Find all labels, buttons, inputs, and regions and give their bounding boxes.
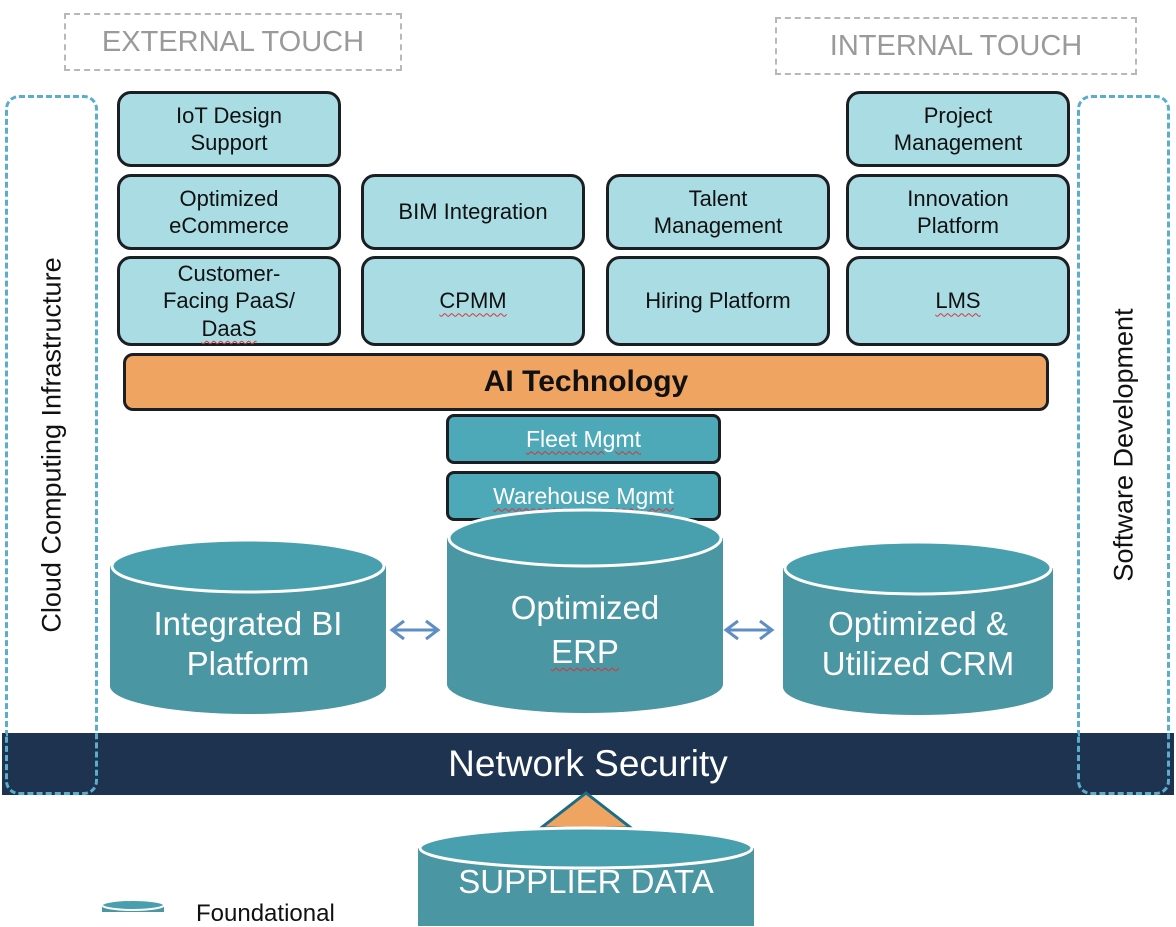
internal-touch-label: INTERNAL TOUCH: [829, 29, 1083, 62]
bim-integration-box: BIM Integration: [361, 174, 585, 250]
software-column-overlay: [1077, 733, 1170, 795]
iot-design-support-label: IoT Design Support: [176, 102, 282, 156]
internal-touch-header: INTERNAL TOUCH: [775, 17, 1137, 75]
database-cylinder-icon: [447, 508, 723, 713]
external-touch-header: EXTERNAL TOUCH: [64, 13, 402, 71]
double-arrow-icon: [723, 619, 775, 641]
warehouse-mgmt-label: Warehouse Mgmt: [493, 482, 674, 509]
project-management-box: Project Management: [846, 91, 1070, 167]
supplier-data-label: SUPPLIER DATA: [458, 863, 714, 900]
optimized-erp-line2: ERP: [447, 632, 723, 672]
cpmm-label: CPMM: [439, 288, 507, 314]
project-management-label: Project Management: [893, 102, 1023, 156]
optimized-crm-label: Optimized & Utilized CRM: [821, 605, 1015, 683]
legend-cylinder-icon: [101, 899, 165, 912]
customer-facing-paas-line3: DaaS: [201, 315, 257, 341]
cloud-column-overlay: [5, 733, 98, 795]
customer-facing-paas-box: Customer- Facing PaaS/ DaaS: [117, 256, 341, 346]
hiring-platform-label: Hiring Platform: [645, 288, 791, 314]
software-development-column: Software Development: [1077, 95, 1170, 795]
cloud-computing-label: Cloud Computing Infrastructure: [36, 257, 66, 633]
lms-box: LMS: [846, 256, 1070, 346]
iot-design-support-box: IoT Design Support: [117, 91, 341, 167]
cloud-computing-column: Cloud Computing Infrastructure: [5, 95, 98, 795]
customer-facing-paas-line1: Customer-: [177, 260, 281, 286]
cpmm-box: CPMM: [361, 256, 585, 346]
customer-facing-paas-line2: Facing PaaS/: [162, 288, 296, 314]
optimized-crm-database: Optimized & Utilized CRM: [783, 540, 1053, 715]
network-security-bar: Network Security: [2, 733, 1174, 795]
innovation-platform-label: Innovation Platform: [907, 185, 1009, 239]
innovation-platform-box: Innovation Platform: [846, 174, 1070, 250]
optimized-ecommerce-box: Optimized eCommerce: [117, 174, 341, 250]
software-development-label: Software Development: [1108, 308, 1138, 582]
legend-label: Foundational: [196, 900, 335, 927]
database-cylinder-icon: [110, 538, 386, 714]
fleet-mgmt-label: Fleet Mgmt: [525, 425, 642, 452]
optimized-erp-line1: Optimized: [510, 589, 660, 626]
talent-management-label: Talent Management: [653, 185, 783, 239]
ai-technology-label: AI Technology: [483, 365, 689, 398]
ai-technology-bar: AI Technology: [123, 353, 1049, 411]
bim-integration-label: BIM Integration: [398, 199, 548, 225]
double-arrow-icon: [389, 619, 441, 641]
database-cylinder-icon: [783, 540, 1053, 715]
fleet-mgmt-box: Fleet Mgmt: [446, 414, 721, 464]
lms-label: LMS: [935, 288, 981, 314]
talent-management-box: Talent Management: [606, 174, 830, 250]
network-security-label: Network Security: [448, 743, 728, 784]
integrated-bi-label: Integrated BI Platform: [153, 605, 343, 683]
integrated-bi-database: Integrated BI Platform: [110, 538, 386, 714]
optimized-ecommerce-label: Optimized eCommerce: [169, 185, 289, 239]
supplier-data-database: SUPPLIER DATA: [418, 826, 754, 926]
external-touch-label: EXTERNAL TOUCH: [101, 25, 365, 58]
hiring-platform-box: Hiring Platform: [606, 256, 830, 346]
optimized-erp-erp-word: ERP: [551, 633, 619, 670]
optimized-erp-database: Optimized ERP: [447, 508, 723, 713]
